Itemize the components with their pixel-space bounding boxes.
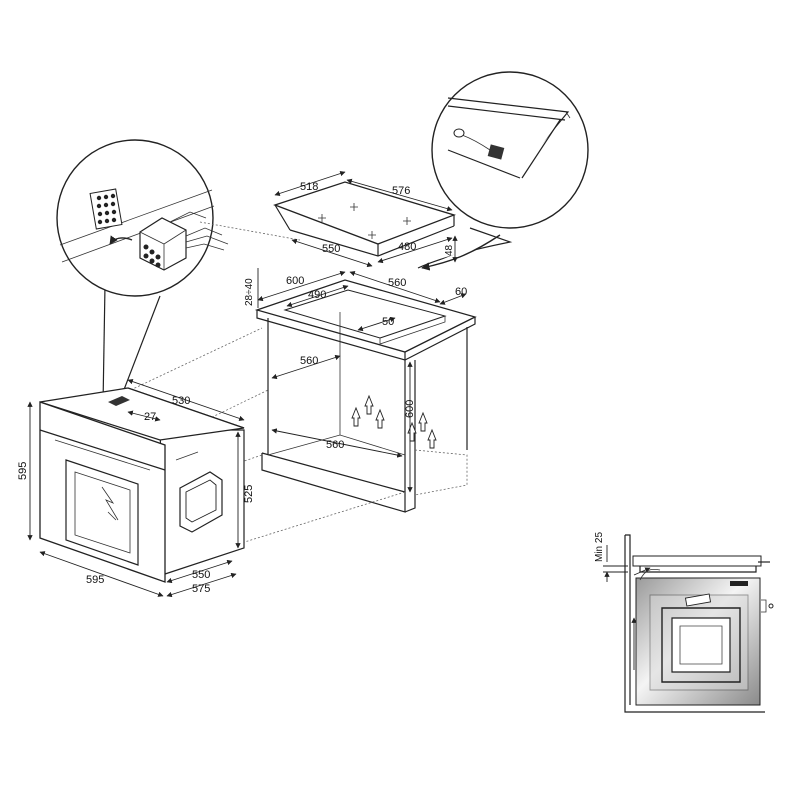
side-section-drawing: Min 25 — [594, 532, 774, 713]
airflow-arrows — [351, 394, 437, 449]
hob-cable-detail-callout — [417, 71, 589, 271]
dim-oven-panel: 27 — [144, 411, 156, 423]
dim-counter-gap-top: 28÷40 — [244, 278, 255, 306]
dim-counter-width: 560 — [388, 277, 406, 289]
dim-counter-depth: 600 — [286, 275, 304, 287]
dim-oven-body-depth: 550 — [192, 569, 210, 581]
dim-oven-total-depth: 575 — [192, 583, 210, 595]
oven-drawing: 530 27 595 525 595 550 575 — [17, 379, 255, 598]
dim-counter-inner: 50 — [382, 316, 394, 328]
dim-oven-width: 595 — [86, 574, 104, 586]
terminal-block-icon — [109, 211, 229, 271]
dim-cabinet-height: 600 — [404, 400, 416, 418]
dim-oven-body-height: 525 — [243, 485, 255, 503]
cabinet-drawing: 600 560 490 28÷40 60 50 560 600 560 — [244, 268, 477, 513]
dim-hob-width: 576 — [392, 185, 410, 197]
hob-drawing: 518 576 550 480 48 — [273, 170, 458, 268]
wall-plate-icon — [59, 188, 215, 263]
dim-oven-depth: 530 — [172, 395, 190, 407]
dim-cabinet-inner-width: 560 — [300, 355, 318, 367]
dim-side-min: Min 25 — [594, 532, 605, 562]
dim-hob-cut-width: 480 — [398, 241, 416, 253]
dim-counter-cut: 490 — [308, 289, 326, 301]
dim-hob-cut-depth: 550 — [322, 243, 340, 255]
cable-plug-icon — [453, 128, 505, 160]
dim-oven-height: 595 — [17, 462, 29, 480]
connector-detail-callout — [56, 139, 301, 406]
dim-hob-height: 48 — [444, 244, 455, 256]
dim-cabinet-bottom-width: 560 — [326, 439, 344, 451]
dim-hob-depth: 518 — [300, 181, 318, 193]
